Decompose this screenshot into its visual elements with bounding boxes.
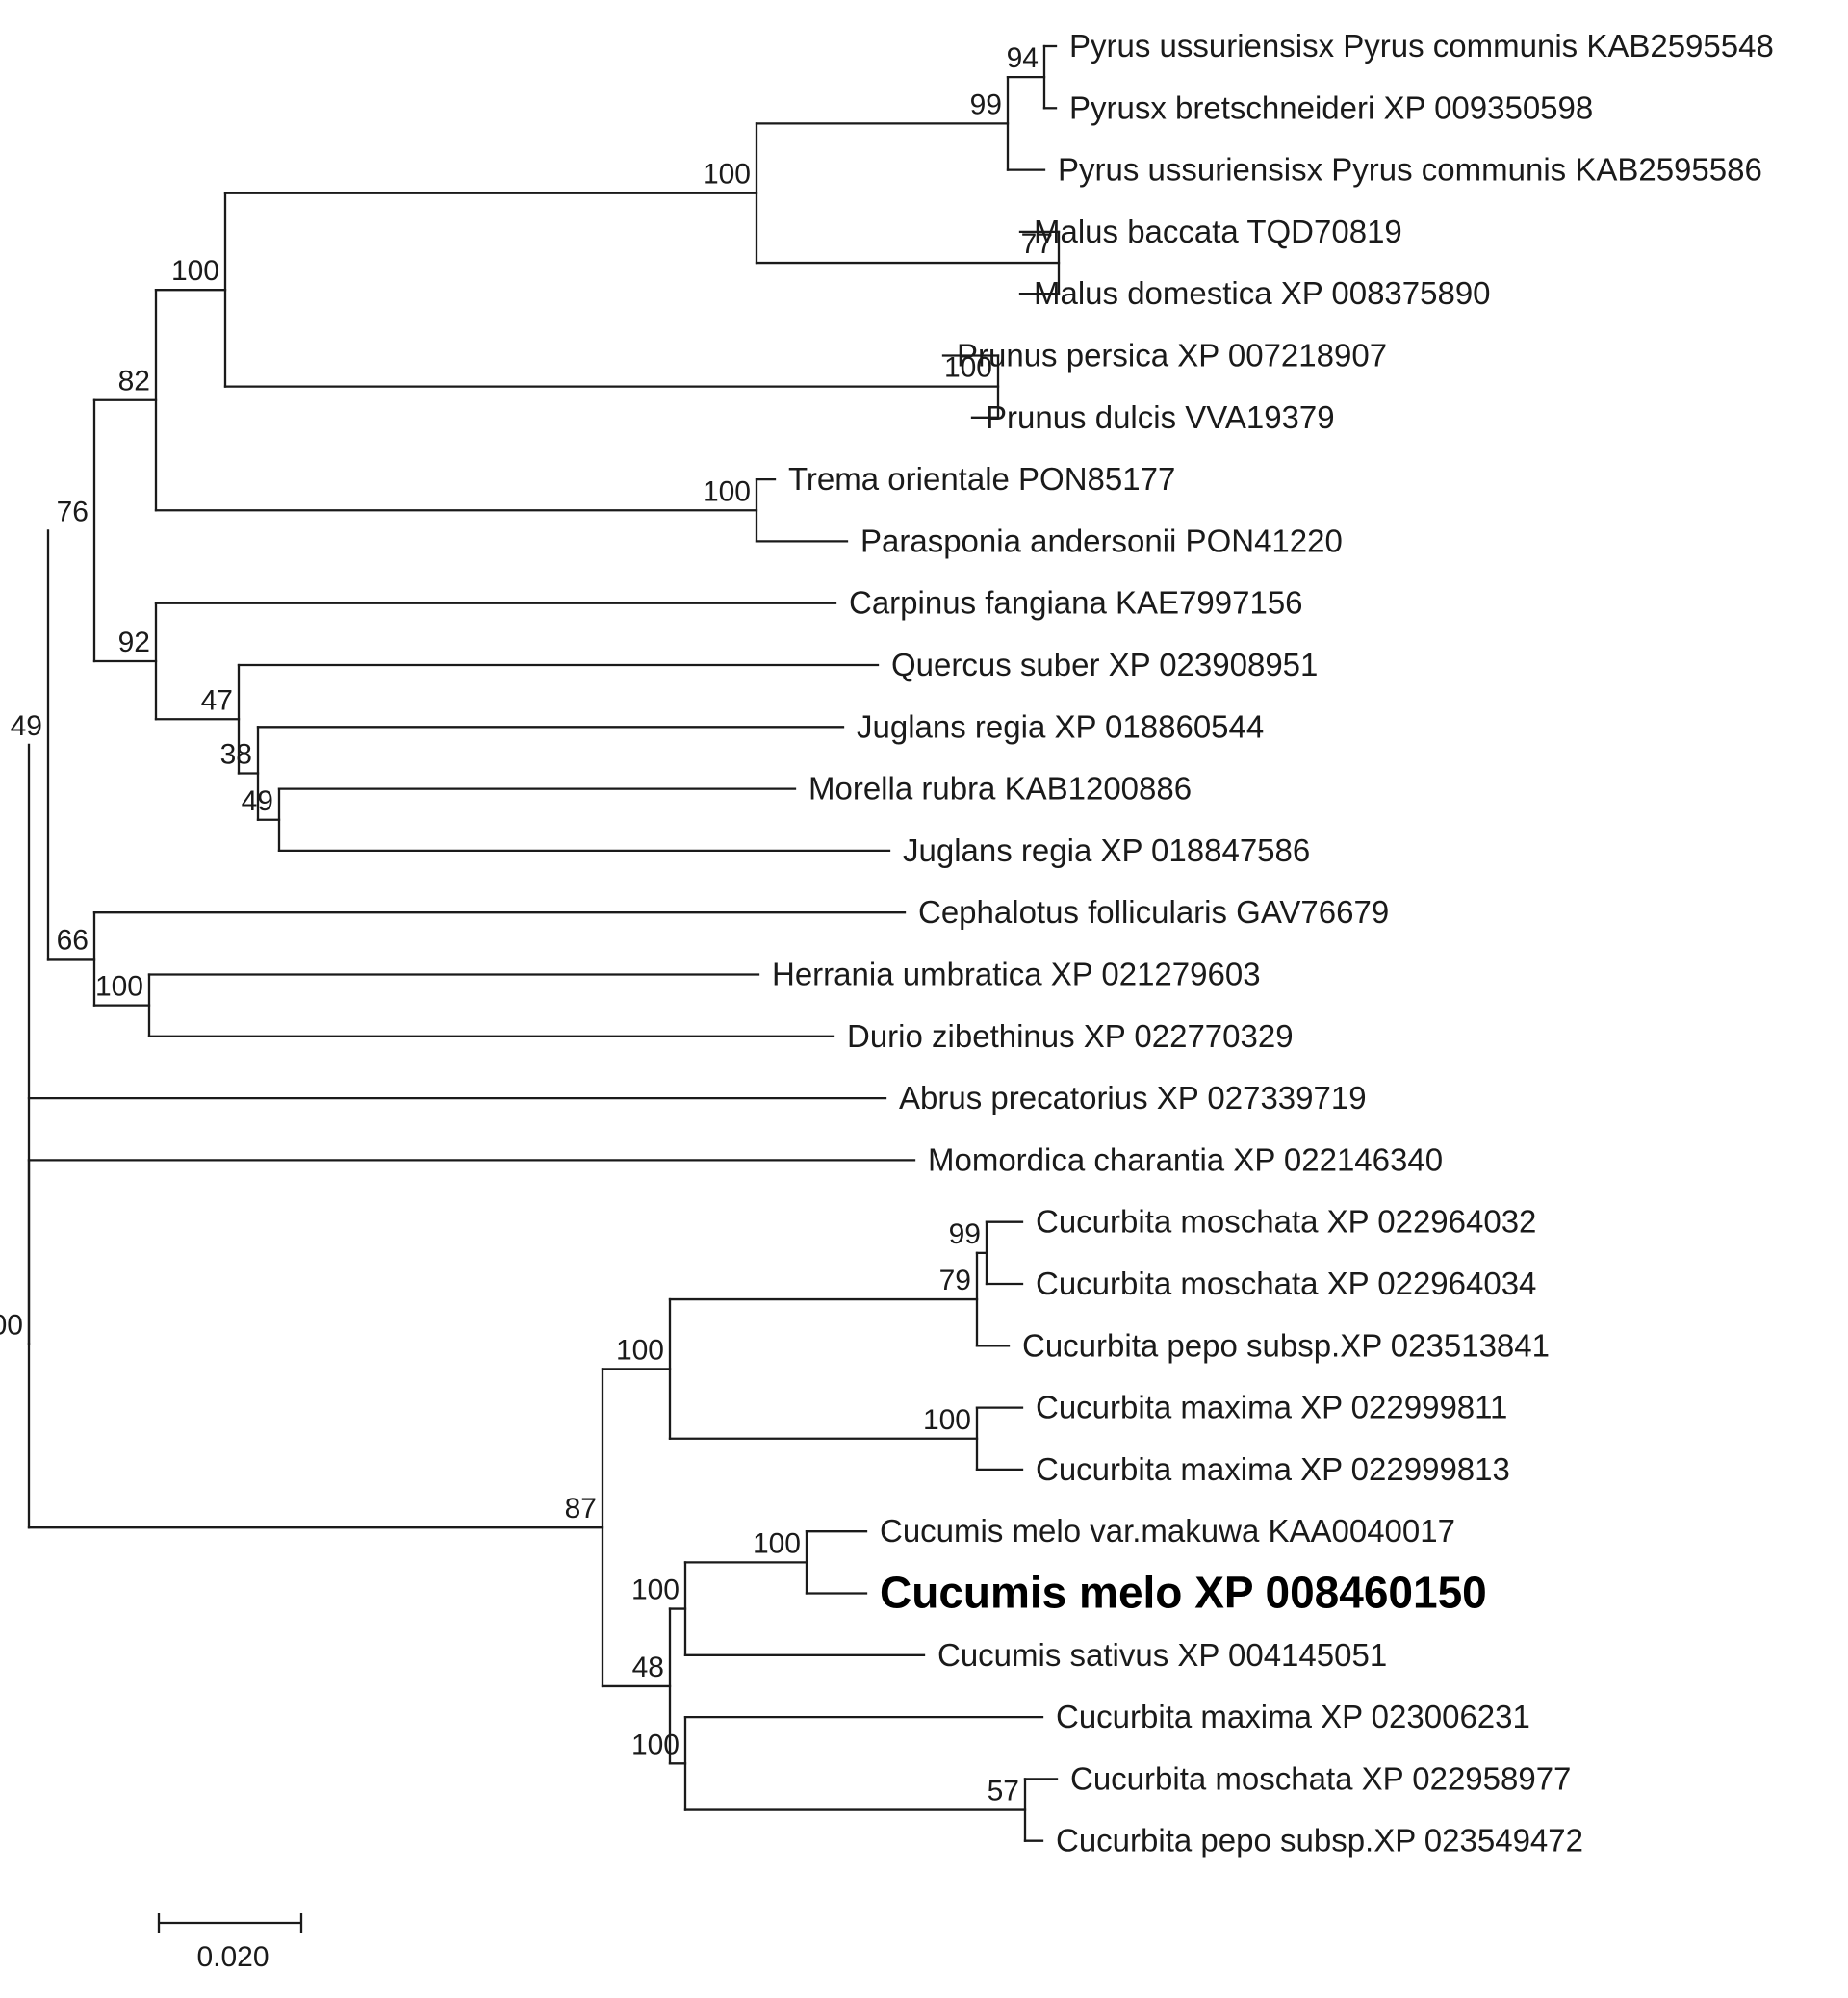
taxon-label: Parasponia andersonii PON41220 [860,523,1343,558]
taxon-label: Prunus dulcis VVA19379 [986,399,1335,435]
taxon-label: Malus domestica XP 008375890 [1034,275,1491,311]
bootstrap-value: 87 [565,1493,597,1524]
taxon-label: Juglans regia XP 018847586 [903,832,1310,868]
bootstrap-value: 47 [201,684,233,716]
bootstrap-value: 94 [1007,42,1039,74]
taxon-label: Abrus precatorius XP 027339719 [899,1080,1367,1115]
taxon-label: Juglans regia XP 018860544 [857,708,1264,744]
taxon-label: Cucumis sativus XP 004145051 [937,1637,1387,1673]
bootstrap-value: 100 [753,1527,801,1559]
taxon-label: Cucumis melo XP 008460150 [880,1568,1487,1618]
bootstrap-value: 99 [949,1218,981,1250]
bootstrap-value: 48 [632,1652,664,1683]
scale-bar: 0.020 [157,1913,303,1973]
bootstrap-value: 77 [1021,228,1053,260]
taxon-label: Trema orientale PON85177 [788,461,1175,497]
bootstrap-value: 100 [703,475,751,507]
taxon-label: Pyrusx bretschneideri XP 009350598 [1069,90,1593,125]
bootstrap-value: 100 [631,1575,680,1606]
bootstrap-value: 49 [11,710,42,742]
taxon-label: Durio zibethinus XP 022770329 [847,1018,1294,1054]
tree-branches [27,44,1061,1842]
bootstrap-value: 100 [616,1334,664,1366]
taxon-labels: Pyrus ussuriensisx Pyrus communis KAB259… [772,28,1774,1858]
bootstrap-value: 38 [220,739,252,771]
taxon-label: Prunus persica XP 007218907 [957,338,1387,373]
taxon-label: Cucurbita moschata XP 022958977 [1070,1760,1571,1796]
scale-bar-label: 0.020 [196,1941,269,1973]
bootstrap-value: 92 [118,627,150,658]
taxon-label: Quercus suber XP 023908951 [891,647,1318,682]
taxon-label: Cephalotus follicularis GAV76679 [918,894,1389,930]
taxon-label: Cucurbita maxima XP 023006231 [1056,1699,1530,1734]
bootstrap-value: 49 [242,785,273,817]
taxon-label: Herrania umbratica XP 021279603 [772,957,1261,992]
taxon-label: Cucurbita moschata XP 022964032 [1036,1204,1536,1240]
bootstrap-value: 76 [57,496,89,527]
taxon-label: Cucurbita maxima XP 022999813 [1036,1451,1510,1487]
bootstrap-value: 82 [118,366,150,397]
taxon-label: Malus baccata TQD70819 [1034,214,1402,249]
bootstrap-value: 100 [944,352,992,384]
bootstrap-value: 100 [171,255,219,287]
taxon-label: Pyrus ussuriensisx Pyrus communis KAB259… [1069,28,1774,64]
bootstrap-value: 100 [95,971,143,1003]
taxon-label: Cucumis melo var.makuwa KAA0040017 [880,1513,1455,1549]
bootstrap-value: 99 [970,89,1002,120]
taxon-label: Momordica charantia XP 022146340 [928,1141,1443,1177]
taxon-label: Cucurbita moschata XP 022964034 [1036,1266,1536,1301]
bootstrap-value: 100 [923,1404,971,1436]
taxon-label: Carpinus fangiana KAE7997156 [849,585,1303,621]
taxon-label: Pyrus ussuriensisx Pyrus communis KAB259… [1058,152,1762,188]
bootstrap-value: 66 [57,924,89,956]
taxon-label: Cucurbita maxima XP 022999811 [1036,1390,1507,1425]
bootstrap-value: 57 [988,1776,1019,1807]
taxon-label: Cucurbita pepo subsp.XP 023513841 [1022,1327,1550,1363]
taxon-label: Cucurbita pepo subsp.XP 023549472 [1056,1823,1583,1858]
scale-bar-line [157,1913,303,1933]
bootstrap-value: 100 [703,159,751,191]
bootstrap-value: 79 [939,1265,971,1296]
bootstrap-value: 100 [0,1309,23,1341]
bootstrap-values: 9499771001001001008249384792761006649997… [0,42,1053,1806]
taxon-label: Morella rubra KAB1200886 [808,771,1192,807]
bootstrap-value: 100 [631,1729,680,1760]
